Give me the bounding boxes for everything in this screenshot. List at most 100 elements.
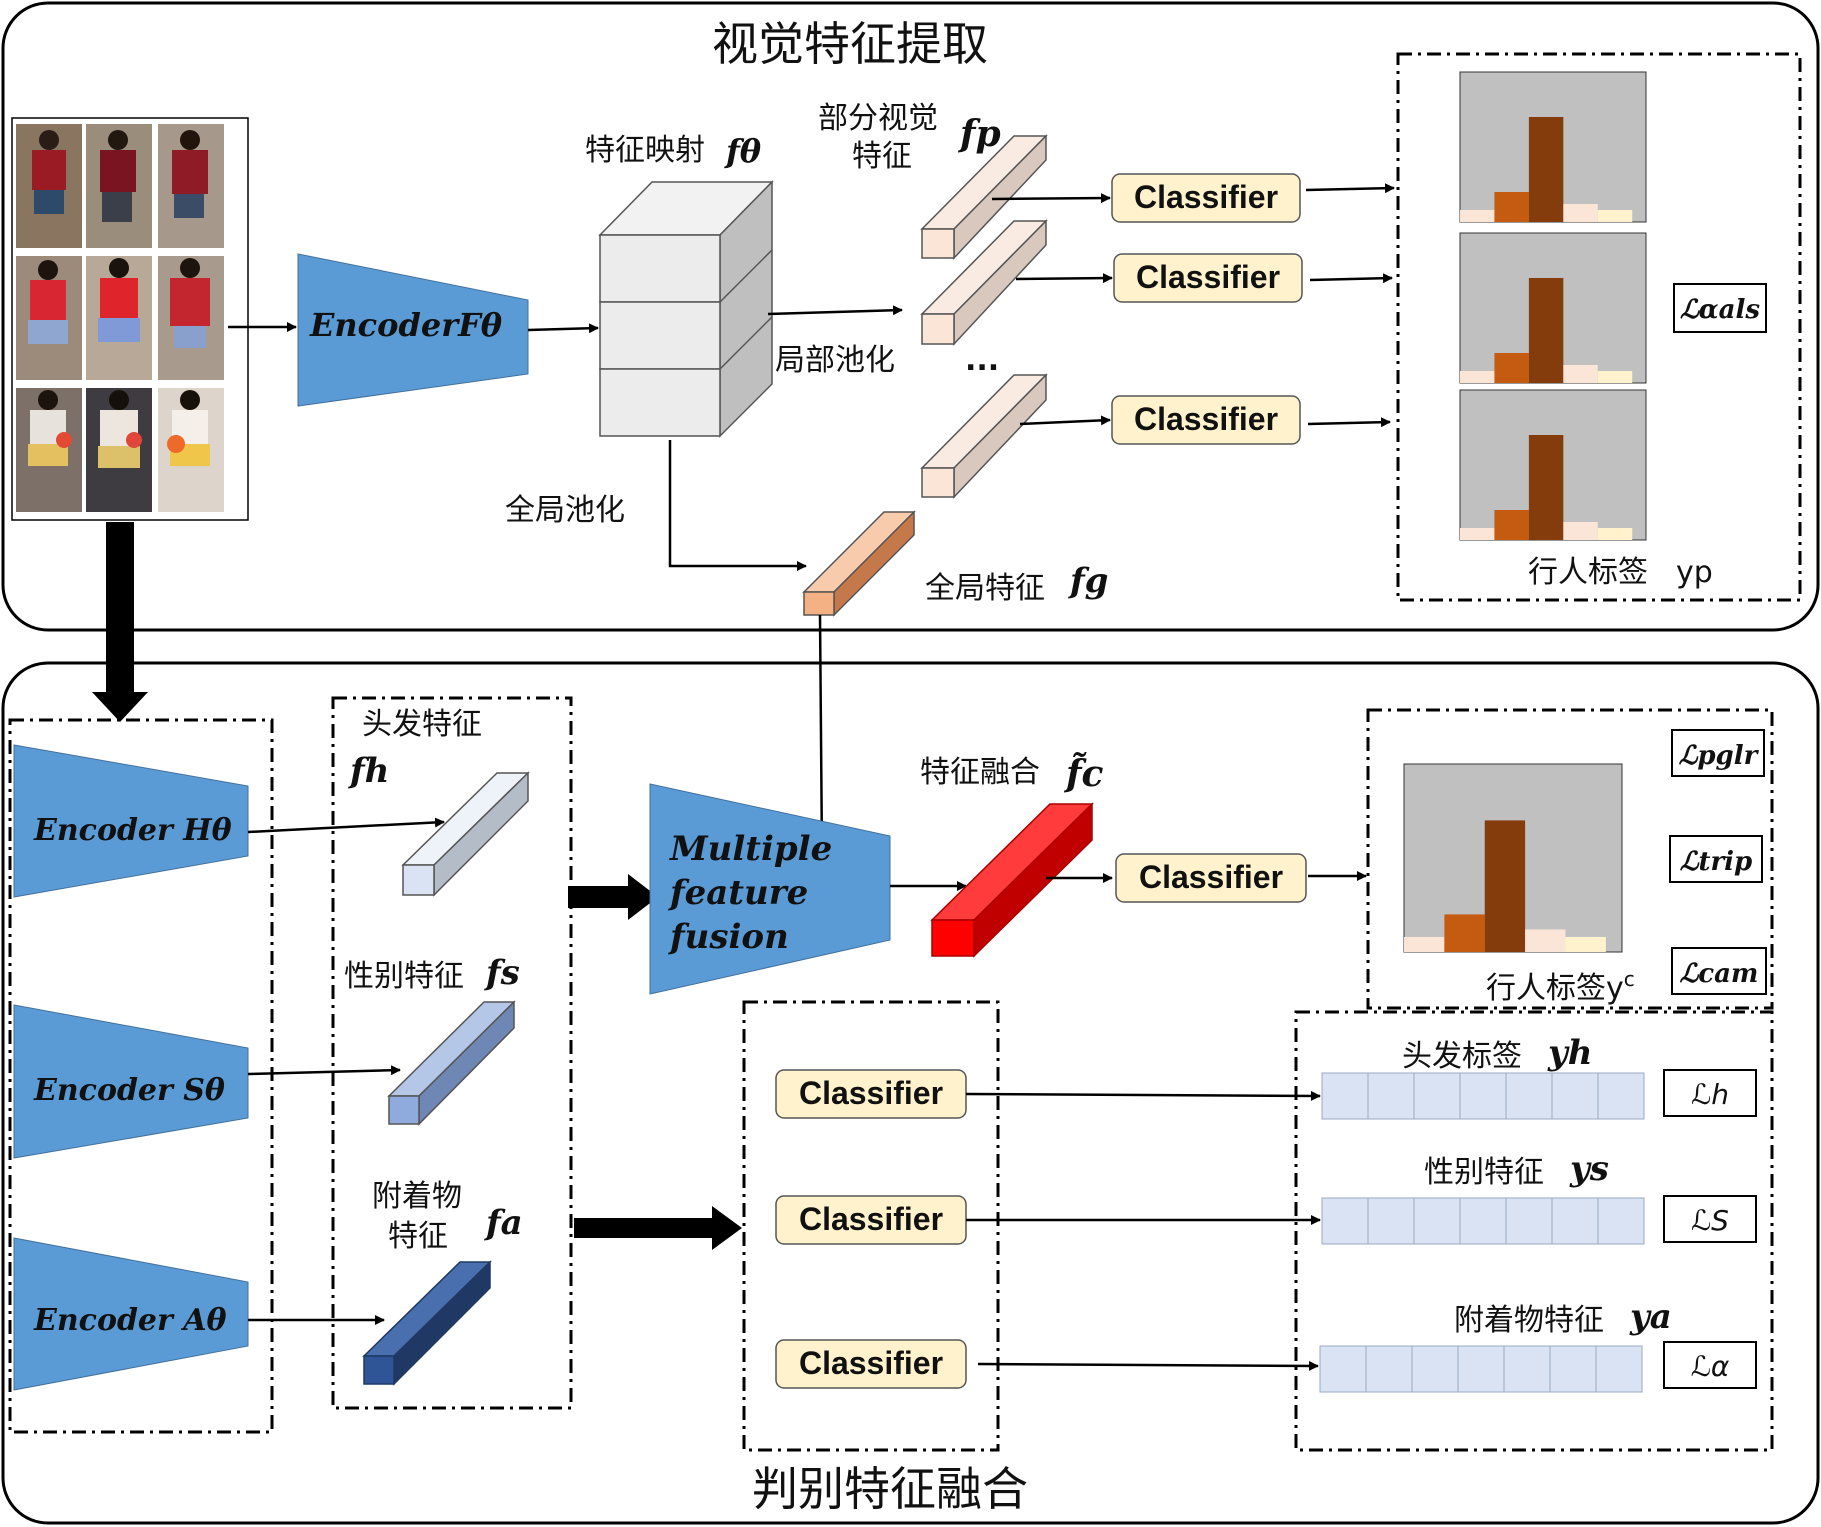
arrow-part2-classifier (1015, 273, 1113, 284)
top-section-frame (1, 1, 1820, 632)
classifier-hair: Classifier (775, 1069, 967, 1119)
histogram-bar (1528, 435, 1564, 540)
hair-feature-symbol: fh (348, 751, 389, 791)
attach-label-title: 附着物特征 (1454, 1303, 1604, 1338)
classifier-fused: Classifier (1115, 853, 1307, 903)
label-cell (1597, 1197, 1645, 1245)
gender-feature-label: 性别特征 (344, 959, 464, 994)
encoder-f-shape (297, 253, 529, 407)
histogram-bar (1597, 210, 1633, 222)
loss-trip-box: ℒtrip (1669, 835, 1763, 883)
svg-text:Classifier: Classifier (799, 1201, 943, 1237)
label-cell (1367, 1072, 1415, 1120)
histogram-bar (1404, 936, 1445, 952)
arrow-local-pool (767, 305, 903, 316)
label-cell (1413, 1197, 1461, 1245)
attach-feature-bar (362, 1260, 492, 1386)
svg-text:Classifier: Classifier (1139, 859, 1283, 895)
histogram-bar (1528, 117, 1564, 222)
histogram-bar (1565, 936, 1606, 952)
part-feature-label-1: 部分视觉 (818, 101, 938, 136)
attach-feature-label-2: 特征 (388, 1219, 448, 1254)
svg-text:ℒα: ℒα (1691, 1350, 1730, 1383)
loss-s-box: ℒS (1663, 1195, 1757, 1243)
classifier-top-2: Classifier (1113, 253, 1303, 303)
arrow-cls2-out (1309, 273, 1393, 284)
label-cell (1413, 1072, 1461, 1120)
svg-text:ℒS: ℒS (1691, 1204, 1729, 1237)
attribute-labels-frame (1294, 1010, 1774, 1452)
label-cell (1505, 1072, 1553, 1120)
multiple-feature-fusion: Multiple feature fusion (649, 783, 891, 995)
thick-arrow-to-classifiers (574, 1206, 742, 1250)
pedestrian-label-c: 行人标签yc (1486, 967, 1635, 1006)
arrow-part1-classifier (991, 193, 1111, 204)
global-feature-label: 全局特征 (925, 571, 1045, 606)
attach-label-symbol: ya (1629, 1297, 1672, 1337)
gender-label-vector (1321, 1197, 1645, 1245)
hair-label-symbol: yh (1547, 1033, 1592, 1073)
gender-label-symbol: ys (1569, 1149, 1609, 1189)
arrow-encH-to-hair (247, 817, 445, 834)
encoder-s: Encoder Sθ (13, 1004, 249, 1159)
photo-row-2 (16, 256, 224, 380)
histogram-bar (1563, 204, 1598, 222)
fused-output-frame (1366, 708, 1774, 1010)
label-cell (1595, 1345, 1643, 1393)
label-cell (1321, 1197, 1369, 1245)
pedestrian-image-grid (11, 117, 249, 521)
encoder-f-label: EncoderFθ (309, 306, 503, 344)
histogram-bar (1525, 929, 1566, 952)
part-feature-label-2: 特征 (852, 139, 912, 174)
svg-text:Classifier: Classifier (1136, 259, 1280, 295)
svg-text:Encoder Sθ: Encoder Sθ (33, 1073, 225, 1108)
bottom-section-frame (1, 661, 1820, 1525)
attribute-classifiers-frame (742, 1000, 1000, 1452)
histogram-bar (1528, 278, 1564, 383)
label-cell (1503, 1345, 1551, 1393)
gender-feature-bar (387, 1000, 516, 1126)
part-feature-bar-1 (920, 134, 1048, 260)
label-histogram-fused (1403, 763, 1623, 953)
part-feature-bar-3 (920, 373, 1048, 499)
label-cell (1597, 1072, 1645, 1120)
arrow-global-to-fusion (816, 614, 827, 857)
classifier-attach: Classifier (775, 1339, 967, 1389)
arrow-part3-classifier (1019, 415, 1111, 426)
fusion-feature-label: 特征融合 (920, 755, 1040, 790)
svg-text:ℒtrip: ℒtrip (1680, 847, 1753, 877)
svg-text:ℒcam: ℒcam (1680, 959, 1759, 989)
label-cell (1411, 1345, 1459, 1393)
classifier-top-3: Classifier (1111, 395, 1301, 445)
hair-feature-bar (401, 771, 530, 897)
attribute-features-frame (331, 696, 573, 1410)
svg-text:ℒpglr: ℒpglr (1679, 741, 1760, 771)
thick-arrow-to-fusion (568, 874, 658, 920)
histogram-bar (1563, 365, 1598, 383)
svg-text:Classifier: Classifier (1134, 179, 1278, 215)
svg-text:fusion: fusion (668, 917, 789, 957)
svg-text:Encoder Hθ: Encoder Hθ (33, 813, 232, 848)
label-cell (1549, 1345, 1597, 1393)
svg-text:ℒαals: ℒαals (1680, 295, 1760, 325)
part-feature-bar-2 (920, 219, 1048, 346)
svg-text:ℒh: ℒh (1691, 1078, 1729, 1111)
label-cell (1459, 1197, 1507, 1245)
histogram-bar (1597, 371, 1633, 383)
label-cell (1459, 1072, 1507, 1120)
histogram-bar (1460, 210, 1495, 222)
top-output-frame (1396, 52, 1802, 602)
arrow-hair-cls-out (965, 1090, 1321, 1101)
attach-feature-symbol: fa (484, 1203, 523, 1243)
label-cell (1321, 1072, 1369, 1120)
arrow-global-pool (668, 440, 807, 571)
loss-h-box: ℒh (1663, 1069, 1757, 1117)
fused-feature-bar (930, 802, 1094, 958)
svg-text:Encoder Aθ: Encoder Aθ (33, 1303, 227, 1338)
pedestrian-label-p: 行人标签 (1528, 555, 1648, 590)
photo-row-1 (16, 124, 224, 248)
feature-map-cube (598, 180, 774, 438)
arrow-attach-cls-out (977, 1360, 1319, 1371)
label-histogram-1 (1459, 71, 1647, 223)
